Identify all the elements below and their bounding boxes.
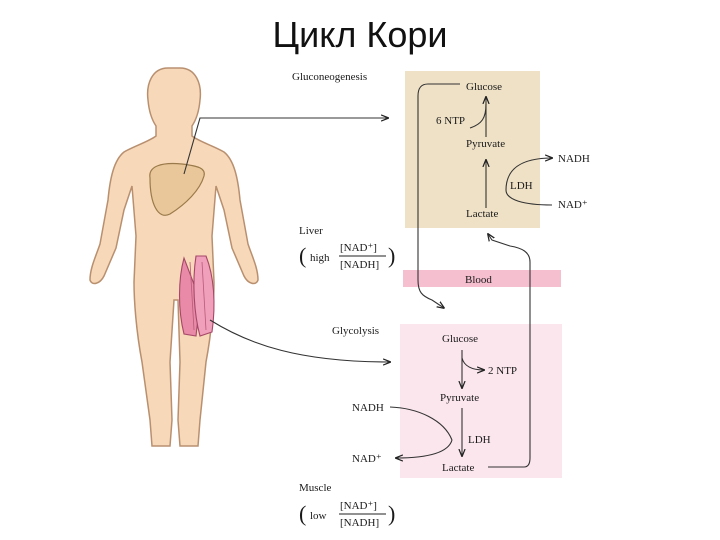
human-body-illustration [89,67,259,447]
liver-pathway: Glucose 6 NTP Pyruvate NADH LDH NAD⁺ Lac… [436,81,590,220]
muscle-ratio-prefix: low [310,510,327,522]
liver-label: Liver [299,225,323,237]
glucose-to-blood-arrow [417,83,460,308]
liver-pointer-line [183,118,388,175]
muscle-ratio-denominator: [NADH] [340,517,379,529]
muscle-pointer-line [209,319,390,362]
liver-lactate-label: Lactate [466,208,498,220]
liver-ldh-label: LDH [510,180,533,192]
muscle-lactate-label: Lactate [442,462,474,474]
muscle-ratio-numerator: [NAD⁺] [340,500,377,512]
liver-nadh-label: NADH [558,153,590,165]
lactate-to-blood-arrow [488,234,531,468]
muscle-ntp-label: 2 NTP [488,365,517,377]
blood-label: Blood [465,274,492,286]
glycolysis-label: Glycolysis [332,325,379,337]
liver-ratio-denominator: [NADH] [340,259,379,271]
muscle-nadh-label: NADH [352,402,384,414]
liver-ratio-paren-close: ) [388,243,395,268]
liver-glucose-label: Glucose [466,81,502,93]
muscle-glucose-label: Glucose [442,333,478,345]
liver-ratio-numerator: [NAD⁺] [340,242,377,254]
liver-region-box [405,71,540,228]
blood-band [403,270,561,287]
liver-pyruvate-label: Pyruvate [466,138,505,150]
liver-organ [149,162,205,216]
muscle-nad-curve [396,439,453,458]
muscle-ldh-label: LDH [468,434,491,446]
muscle-ntp-curve [461,357,484,370]
liver-nadh-curve [505,158,552,191]
liver-nad-curve [505,189,553,206]
liver-ratio-prefix: high [310,252,330,264]
gluconeogenesis-label: Gluconeogenesis [292,71,367,83]
body-silhouette [89,67,259,447]
thigh-muscle-organ [179,255,215,337]
muscle-region-box [400,324,562,478]
muscle-nad-label: NAD⁺ [352,453,382,465]
muscle-nadh-curve [389,406,453,441]
muscle-pyruvate-label: Pyruvate [440,392,479,404]
muscle-pathway: Glucose 2 NTP Pyruvate NADH NAD⁺ LDH Lac… [352,333,517,474]
liver-ratio-paren-open: ( [299,243,306,268]
muscle-ratio-paren-close: ) [388,501,395,526]
liver-nad-label: NAD⁺ [558,199,588,211]
slide-title: Цикл Кори [272,14,448,55]
muscle-ratio-paren-open: ( [299,501,306,526]
muscle-label: Muscle [299,482,332,494]
liver-ntp-label: 6 NTP [436,115,465,127]
